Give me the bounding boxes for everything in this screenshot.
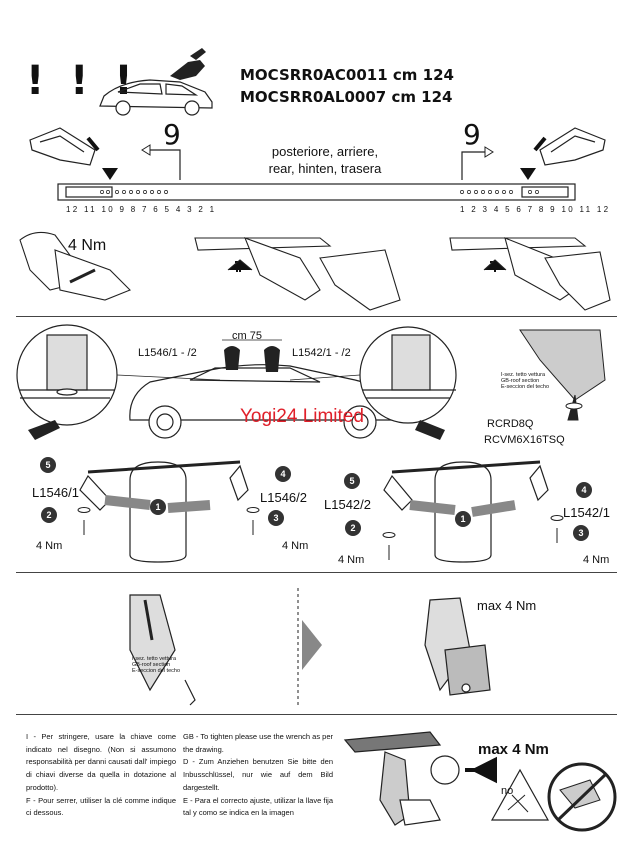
rail-holes — [100, 190, 539, 194]
no-label: no — [501, 785, 514, 797]
step-badge-4-left: 4 — [275, 466, 291, 482]
step-badge-5-right: 5 — [344, 473, 360, 489]
step-badge-2-left: 2 — [41, 507, 57, 523]
instruction-it: I - Per stringere, usare la chiave come … — [26, 732, 176, 792]
wrench-assembly-icon — [343, 731, 460, 826]
rail-numbers-right: 1 2 3 4 5 6 7 8 9 10 11 12 — [460, 205, 611, 214]
section-note: I-sez. tetto vettura GB-roof section E-s… — [501, 372, 549, 390]
part-code-1: RCRD8Q — [487, 418, 534, 430]
final-max-torque: max 4 Nm — [477, 598, 537, 613]
hand-icon — [28, 420, 445, 440]
left-step-torque-left: 4 Nm — [36, 540, 63, 552]
warning-triangle-icon — [490, 768, 550, 821]
instruction-fr: F - Pour serrer, utiliser la clé comme i… — [26, 795, 176, 818]
push-arrow-icon — [465, 756, 497, 784]
roof-section-icon — [519, 329, 606, 421]
end-cap-left-icon — [29, 127, 96, 166]
instruction-gb: GB - To tighten please use the wrench as… — [183, 732, 333, 754]
step-badge-3-left: 3 — [268, 510, 284, 526]
right-step-bottom-label: L1542/1 — [563, 505, 610, 520]
product-code-2: MOCSRR0AL0007 cm 124 — [240, 88, 453, 106]
end-cap-right-icon — [539, 127, 606, 166]
bar-foot-final-right-icon — [424, 597, 491, 696]
divider-3 — [16, 714, 617, 715]
bolt-icons — [77, 507, 564, 560]
bar-assembly-right-icon — [449, 237, 611, 311]
left-step-bottom-label: L1546/2 — [260, 490, 307, 505]
right-step-torque-left: 4 Nm — [338, 554, 365, 566]
distance-label: cm 75 — [232, 330, 262, 342]
position-nine-left: 9 — [163, 118, 181, 151]
foot-marker-right-icon — [264, 346, 280, 372]
instruction-es: E - Para el correcto ajuste, utilizar la… — [183, 795, 333, 818]
step-badge-1-right: 1 — [455, 511, 471, 527]
bar-assembly-middle-icon — [194, 237, 401, 311]
watermark: Yogi24 Limited — [240, 406, 364, 427]
warning-marks: ! ! ! — [26, 58, 139, 104]
triangle-left-icon — [102, 168, 118, 180]
arrow-right-icon — [461, 151, 485, 180]
marker-left-icon — [86, 136, 100, 152]
zoom-circle-left — [16, 324, 118, 426]
divider-2 — [16, 572, 617, 573]
no-drill-icon — [547, 762, 617, 832]
step-badge-3-right: 3 — [573, 525, 589, 541]
bar-foot-final-left-icon — [129, 594, 196, 706]
torque-label-top: 4 Nm — [68, 237, 107, 254]
car-top-icon — [99, 79, 213, 116]
final-section-note: I-sez. tetto vettura GB-roof section E-s… — [132, 656, 180, 674]
next-arrow-icon — [302, 620, 322, 670]
instructions-col-1: I - Per stringere, usare la chiave come … — [26, 731, 176, 820]
hand-wrench-icon — [19, 231, 131, 301]
car-side-icon — [129, 364, 396, 439]
rear-label-line2: rear, hinten, trasera — [268, 161, 382, 176]
rear-label-line1: posteriore, arriere, — [271, 144, 379, 159]
right-step-torque-right: 4 Nm — [583, 554, 610, 566]
step-badge-5-left: 5 — [40, 457, 56, 473]
rail-numbers-left: 12 11 10 9 8 7 6 5 4 3 2 1 — [66, 205, 217, 214]
bottom-max-torque: max 4 Nm — [478, 741, 549, 758]
position-nine-right: 9 — [463, 118, 481, 151]
pointing-hand-icon — [170, 48, 206, 80]
part-code-2: RCVM6X16TSQ — [484, 434, 565, 446]
marker-right-icon — [533, 136, 547, 152]
right-step-top-label: L1542/2 — [324, 497, 371, 512]
left-foot-code: L1546/1 - /2 — [138, 347, 197, 359]
triangle-right-icon — [520, 168, 536, 180]
instructions-col-2: GB - To tighten please use the wrench as… — [183, 731, 333, 820]
instruction-de: D - Zum Anziehen benutzen Sie bitte den … — [183, 757, 333, 792]
step-badge-2-right: 2 — [345, 520, 361, 536]
foot-marker-left-icon — [224, 346, 240, 370]
step-badge-4-right: 4 — [576, 482, 592, 498]
divider-1 — [16, 316, 617, 317]
right-foot-code: L1542/1 - /2 — [292, 347, 351, 359]
left-step-torque-right: 4 Nm — [282, 540, 309, 552]
zoom-circle-right — [359, 326, 457, 424]
roof-bar-rail — [57, 183, 576, 201]
arrow-left-icon — [150, 149, 181, 180]
left-step-top-label: L1546/1 — [32, 485, 79, 500]
product-code-1: MOCSRR0AC0011 cm 124 — [240, 66, 454, 84]
step-badge-1-left: 1 — [150, 499, 166, 515]
